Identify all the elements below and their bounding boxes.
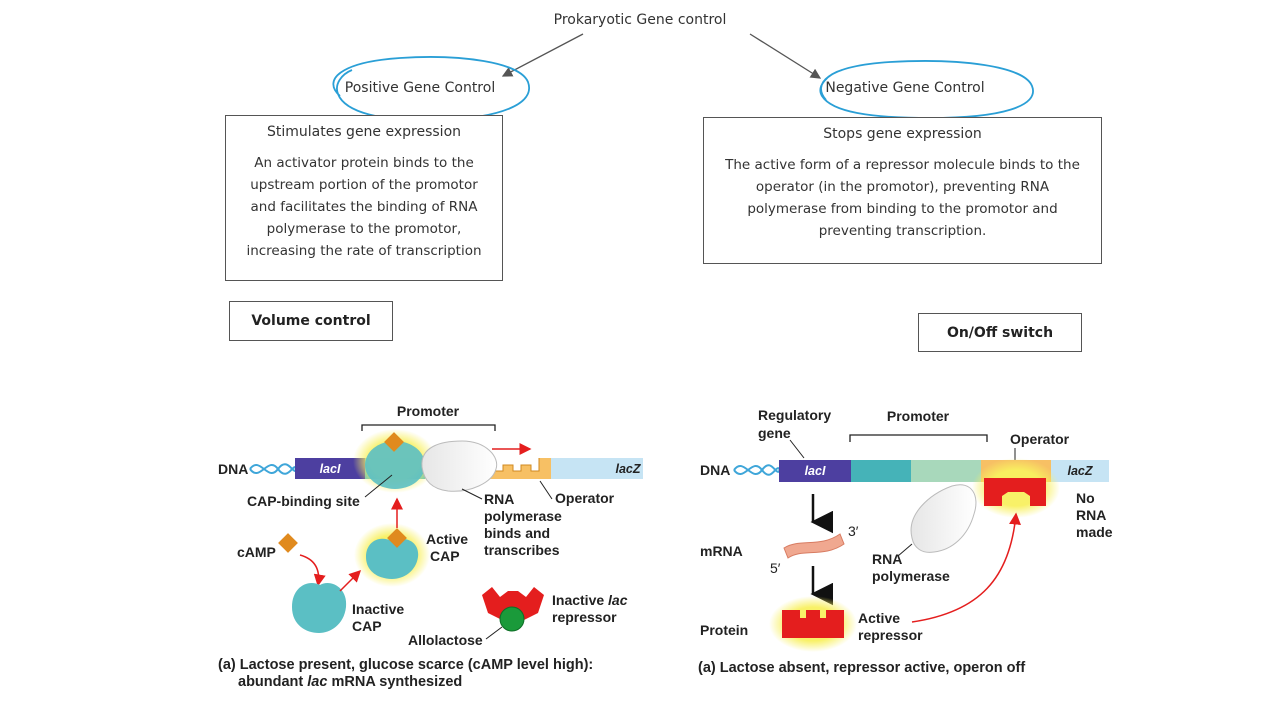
camp-label: cAMP — [237, 544, 276, 560]
rna-pol-label-right-1: RNA — [872, 551, 902, 567]
camp-icon — [278, 533, 298, 553]
active-rep-label-1: Active — [858, 610, 900, 626]
positive-control-diagram: Promoter DNA lacI lacZ CAP-binding site … — [218, 403, 643, 648]
bound-camp-icon — [384, 432, 404, 452]
promoter-segment-2 — [911, 460, 981, 482]
rna-pol-label-2: polymerase — [484, 508, 562, 524]
on-off-switch-label: On/Off switch — [918, 313, 1082, 352]
volume-control-label: Volume control — [229, 301, 393, 341]
lacz-label-right: lacZ — [1067, 464, 1093, 478]
bound-repressor-icon — [984, 478, 1046, 506]
active-cap-label-2: CAP — [430, 548, 460, 564]
regulatory-label-2: gene — [758, 425, 791, 441]
laci-gene — [295, 458, 365, 479]
lacz-gene-right — [1051, 460, 1109, 482]
rna-pol-label-4: transcribes — [484, 542, 560, 558]
protein-label: Protein — [700, 622, 748, 638]
lacz-gene — [551, 458, 643, 479]
arrow-to-negative — [749, 33, 822, 79]
rna-pol-label-1: RNA — [484, 491, 514, 507]
no-rna-label-1: No — [1076, 490, 1095, 506]
top-connectors — [332, 33, 1034, 122]
repressor-binding-arrow — [911, 512, 1021, 623]
hand-circle-negative — [819, 60, 1034, 119]
negative-control-diagram: Regulatory gene Promoter Operator DNA la… — [700, 407, 1113, 652]
cap-binding-site-label: CAP-binding site — [247, 493, 360, 509]
rna-polymerase-icon — [421, 440, 498, 492]
laci-label-right: lacI — [805, 464, 826, 478]
inactive-rep-label-2: repressor — [552, 609, 617, 625]
left-caption: (a) Lactose present, glucose scarce (cAM… — [218, 657, 594, 690]
positive-subheading: Stimulates gene expression — [266, 124, 462, 140]
active-repressor-icon — [782, 610, 844, 638]
promoter-bracket-right — [849, 434, 988, 442]
mrna-label: mRNA — [700, 543, 743, 559]
promoter-label-right: Promoter — [887, 408, 950, 424]
active-cap-label-1: Active — [426, 531, 468, 547]
allolactose-icon — [499, 606, 525, 632]
promoter-bracket — [361, 424, 496, 431]
inactive-cap-label-2: CAP — [352, 618, 382, 634]
active-camp-icon — [387, 528, 407, 548]
allolactose-label: Allolactose — [408, 632, 483, 648]
positive-heading: Positive Gene Control — [344, 80, 496, 96]
promoter-label: Promoter — [397, 403, 460, 419]
hand-circle-positive — [332, 56, 530, 122]
inactive-repressor-icon — [482, 587, 544, 621]
right-caption: (a) Lactose absent, repressor active, op… — [698, 660, 1026, 676]
lacz-label: lacZ — [615, 462, 641, 476]
laci-label: lacI — [320, 462, 341, 476]
inactive-cap-icon — [292, 583, 347, 633]
inactive-to-active-arrow — [339, 569, 362, 592]
promoter-segment-1 — [851, 460, 911, 482]
positive-description: An activator protein binds to the upstre… — [246, 155, 482, 259]
active-cap-icon — [366, 538, 419, 579]
inactive-rep-label-1: Inactive lac — [552, 592, 628, 608]
negative-heading: Negative Gene Control — [825, 80, 985, 96]
dna-label: DNA — [218, 461, 248, 477]
operator-label: Operator — [555, 490, 615, 506]
positive-description-box: Stimulates gene expression An activator … — [225, 115, 503, 281]
no-rna-label-3: made — [1076, 524, 1113, 540]
negative-description-box: Stops gene expression The active form of… — [703, 117, 1102, 264]
arrow-to-positive — [501, 33, 584, 77]
mrna-icon — [783, 533, 845, 559]
bound-cap-icon — [365, 441, 425, 489]
cap-site-pointer — [364, 474, 393, 498]
negative-subheading: Stops gene expression — [823, 126, 982, 142]
active-rep-label-2: repressor — [858, 627, 923, 643]
operator-label-right: Operator — [1010, 431, 1070, 447]
regulatory-label-1: Regulatory — [758, 407, 831, 423]
no-rna-label-2: RNA — [1076, 507, 1106, 523]
rna-pol-label-right-2: polymerase — [872, 568, 950, 584]
negative-description: The active form of a repressor molecule … — [725, 157, 1080, 239]
dna-label-right: DNA — [700, 462, 730, 478]
laci-gene-right — [779, 460, 851, 482]
inactive-cap-label-1: Inactive — [352, 601, 404, 617]
page-title: Prokaryotic Gene control — [553, 12, 727, 28]
three-prime-label: 3′ — [848, 523, 859, 539]
five-prime-label: 5′ — [770, 560, 781, 576]
rna-polymerase-icon-right — [910, 484, 977, 553]
camp-to-cap-arrow — [299, 554, 326, 587]
rna-pol-label-3: binds and — [484, 525, 550, 541]
